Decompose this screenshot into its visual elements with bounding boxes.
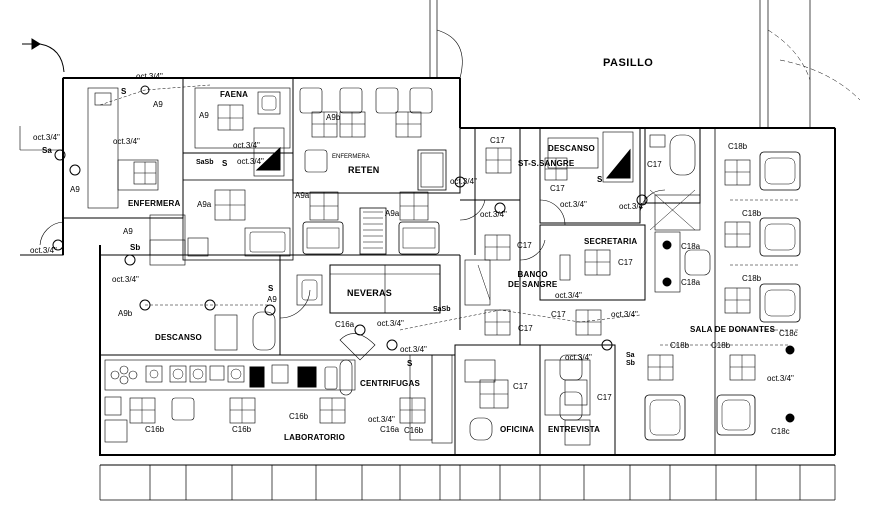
switch-label-s: S: [268, 284, 274, 293]
equipment-label-c17: C17: [490, 136, 505, 145]
equipment-label-c18b: C18b: [728, 142, 748, 151]
equipment-label-a9: A9: [267, 295, 277, 304]
equipment-label-a9: A9: [123, 227, 133, 236]
annotation-oct: oct.3/4": [767, 374, 794, 383]
room-label-laboratorio: LABORATORIO: [284, 433, 346, 442]
annotation-oct: oct.3/4": [33, 133, 60, 142]
equipment-label-c17: C17: [618, 258, 633, 267]
annotation-oct: oct.3/4": [233, 141, 260, 150]
switch-label-s: S: [407, 359, 413, 368]
room-label-entrevista: ENTREVISTA: [548, 425, 601, 434]
equipment-label-c17: C17: [551, 310, 566, 319]
equipment-label-c16b: C16b: [404, 426, 424, 435]
equipment-label-c17: C17: [550, 184, 565, 193]
annotation-oct: oct.3/4": [237, 157, 264, 166]
equipment-label-a9: A9: [70, 185, 80, 194]
room-label-enfermera: ENFERMERA: [128, 199, 181, 208]
equipment-label-c18a: C18a: [681, 242, 701, 251]
equipment-label-a9a: A9a: [197, 200, 212, 209]
room-label-reten: RETEN: [348, 165, 380, 175]
room-label-sala-donantes: SALA DE DONANTES: [690, 325, 776, 334]
switch-label-s: S: [222, 159, 228, 168]
equipment-label-a9a: A9a: [385, 209, 400, 218]
equipment-label-a9b: A9b: [118, 309, 133, 318]
annotation-oct: oct.3/4": [611, 310, 638, 319]
annotation-oct: oct.3/4": [619, 202, 646, 211]
room-label-oficina: OFICINA: [500, 425, 535, 434]
equipment-label-c16a: C16a: [380, 425, 400, 434]
annotation-oct: oct.3/4": [113, 137, 140, 146]
equipment-label-a9a: A9a: [295, 191, 310, 200]
room-label-descanso-top: DESCANSO: [548, 144, 595, 153]
annotation-oct: oct.3/4": [450, 177, 477, 186]
equipment-label-c16a: C16a: [335, 320, 355, 329]
entry-arrow-icon: [22, 38, 41, 50]
equipment-label-c17: C17: [517, 241, 532, 250]
switch-label-sb: Sb: [130, 243, 141, 252]
annotation-oct: oct.3/4": [136, 72, 163, 81]
equipment-label-c17: C17: [647, 160, 662, 169]
room-label-neveras: NEVERAS: [347, 288, 392, 298]
annotation-oct: oct.3/4": [112, 275, 139, 284]
equipment-label-c18b: C18b: [670, 341, 690, 350]
equipment-label-c17: C17: [597, 393, 612, 402]
annotation-oct: oct.3/4": [368, 415, 395, 424]
room-label-pasillo: PASILLO: [603, 57, 654, 69]
switch-label-sasb: SaSb: [433, 306, 451, 313]
switch-label-sa: Sa: [42, 146, 52, 155]
annotation-oct: oct.3/4": [30, 246, 57, 255]
switch-label-sa: Sa: [626, 352, 635, 359]
annotation-oct: oct.3/4": [377, 319, 404, 328]
room-label-enfermera-small: ENFERMERA: [332, 154, 370, 160]
equipment-label-c17: C17: [513, 382, 528, 391]
equipment-label-c18c: C18c: [779, 329, 798, 338]
annotation-oct: oct.3/4": [555, 291, 582, 300]
equipment-label-c18b: C18b: [742, 209, 762, 218]
equipment-label-c16b: C16b: [145, 425, 165, 434]
switch-label-sasb: SaSb: [196, 159, 214, 166]
room-label-descanso: DESCANSO: [155, 333, 202, 342]
annotation-oct: oct.3/4": [560, 200, 587, 209]
room-label-st-sangre: ST-S.SANGRE: [518, 159, 575, 168]
outer-wall: [62, 77, 836, 455]
switch-label-s: S: [121, 87, 127, 96]
room-label-faena: FAENA: [220, 90, 249, 99]
room-label-secretaria: SECRETARIA: [584, 237, 638, 246]
annotation-oct: oct.3/4": [565, 353, 592, 362]
annotation-oct: oct.3/4": [480, 210, 507, 219]
equipment-label-a9: A9: [153, 100, 163, 109]
equipment-label-c18c: C18c: [771, 427, 790, 436]
equipment-label-a9: A9: [199, 111, 209, 120]
equipment-label-c16b: C16b: [289, 412, 309, 421]
equipment-label-c18a: C18a: [681, 278, 701, 287]
room-label-centrifugas: CENTRIFUGAS: [360, 379, 420, 388]
annotation-oct: oct.3/4": [400, 345, 427, 354]
switch-label-sb: Sb: [626, 360, 635, 367]
equipment-label-c17: C17: [518, 324, 533, 333]
switch-label-s: S: [597, 175, 603, 184]
equipment-label-a9b: A9b: [326, 113, 341, 122]
room-label-banco-sangre: BANCO DE SANGRE: [508, 270, 558, 289]
equipment-label-c16b: C16b: [232, 425, 252, 434]
equipment-label-c18b: C18b: [711, 341, 731, 350]
equipment-label-c18b: C18b: [742, 274, 762, 283]
